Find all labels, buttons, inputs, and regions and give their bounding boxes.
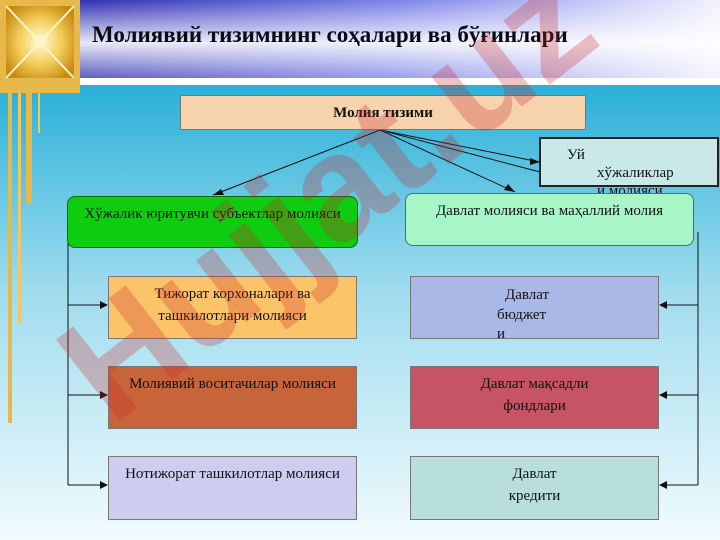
node-nonprofit: Нотижорат ташкилотлар молияси <box>108 456 357 520</box>
slide-title: Молиявий тизимнинг соҳалари ва бўғинлари <box>92 22 568 47</box>
budget-line-2: бюджет <box>497 306 547 323</box>
node-household: Уй хўжаликлар и молияси <box>539 137 719 199</box>
budget-line-1: Давлат <box>505 287 550 303</box>
node-business: Хўжалик юритувчи субъектлар молияси <box>67 196 358 248</box>
node-intermediaries: Молиявий воситачилар молияси <box>108 366 357 429</box>
node-state: Давлат молияси ва маҳаллий молия <box>405 193 694 246</box>
budget-line-3: и <box>497 326 506 342</box>
node-budget: Давлат бюджет и <box>410 276 659 342</box>
node-root: Молия тизими <box>180 95 586 130</box>
node-credit: Давлат кредити <box>410 456 659 520</box>
household-line-2: хўжаликлар <box>597 165 674 181</box>
node-commercial: Тижорат корхоналари ва ташкилотлари моли… <box>108 276 357 339</box>
node-funds: Давлат мақсадли фондлари <box>410 366 659 429</box>
household-line-1: Уй <box>567 147 585 163</box>
